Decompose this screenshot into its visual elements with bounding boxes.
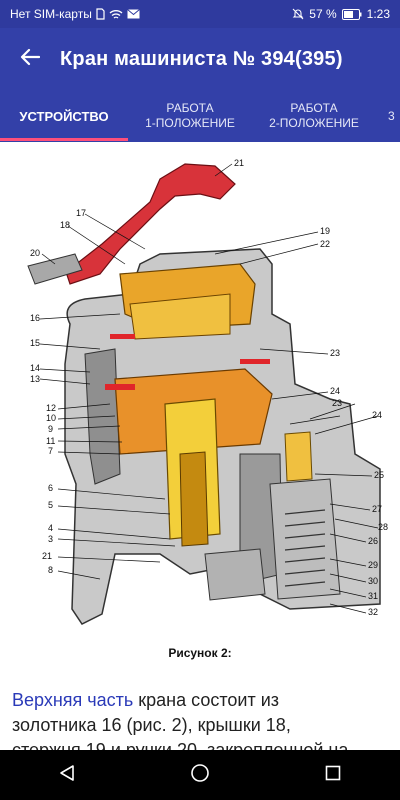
app-bar: Кран машиниста № 394(395) (0, 28, 400, 90)
valve-spring (284, 509, 326, 587)
tab-work-position-2-label: РАБОТА 2-ПОЛОЖЕНИЕ (269, 101, 359, 131)
label-24-lower: 24 (372, 410, 382, 420)
tab-work-position-2[interactable]: РАБОТА 2-ПОЛОЖЕНИЕ (252, 90, 376, 142)
label-4: 4 (48, 523, 53, 533)
label-21-bottom: 21 (42, 551, 52, 561)
label-14: 14 (30, 363, 40, 373)
label-32: 32 (368, 607, 378, 617)
paragraph-line3: стержня 19 и ручки 20, закрепленной на (12, 740, 349, 750)
crane-cross-section-figure: 21 17 18 19 22 20 16 15 14 13 23 24 12 1… (10, 154, 390, 654)
label-23-upper: 23 (330, 348, 340, 358)
label-13: 13 (30, 374, 40, 384)
label-17: 17 (76, 208, 86, 218)
tab-active-indicator (0, 138, 128, 141)
bell-off-icon (292, 8, 304, 20)
seal-2 (240, 359, 270, 364)
piston-stem (179, 451, 209, 547)
content-scroll[interactable]: 21 17 18 19 22 20 16 15 14 13 23 24 12 1… (0, 142, 400, 750)
status-right: 57 % 1:23 (292, 7, 390, 21)
tab-device-label: УСТРОЙСТВО (19, 108, 109, 124)
label-25: 25 (374, 470, 384, 480)
carrier-text: Нет SIM-карты (10, 7, 92, 21)
label-31: 31 (368, 591, 378, 601)
label-9: 9 (48, 424, 53, 434)
glossary-link[interactable]: Верхняя часть (12, 690, 134, 710)
status-left: Нет SIM-карты (10, 7, 292, 21)
label-5: 5 (48, 500, 53, 510)
paragraph-line2: золотника 16 (рис. 2), крышки 18, (12, 715, 291, 735)
label-16: 16 (30, 313, 40, 323)
valve-housing (269, 478, 341, 600)
label-21-top: 21 (234, 158, 244, 168)
tab-work-position-1-label: РАБОТА 1-ПОЛОЖЕНИЕ (145, 101, 235, 131)
figure-caption: Рисунок 2: (168, 646, 232, 660)
wifi-icon (109, 9, 123, 20)
label-18: 18 (60, 220, 70, 230)
seal-1 (105, 384, 135, 390)
tab-work-position-1[interactable]: РАБОТА 1-ПОЛОЖЕНИЕ (128, 90, 252, 142)
label-22: 22 (320, 239, 330, 249)
label-leaders (39, 163, 379, 614)
system-nav-bar (0, 750, 400, 800)
label-24-upper: 24 (330, 386, 340, 396)
nav-back-button[interactable] (37, 750, 97, 800)
paragraph-line1-rest: крана состоит из (133, 690, 280, 710)
status-bar: Нет SIM-карты 57 % 1:23 (0, 0, 400, 28)
tab-next-partial[interactable]: 3 (388, 90, 400, 142)
nav-recents-button[interactable] (303, 750, 363, 800)
page-title: Кран машиниста № 394(395) (60, 47, 343, 70)
label-28: 28 (378, 522, 388, 532)
back-button[interactable] (0, 28, 60, 90)
label-20: 20 (30, 248, 40, 258)
sim-icon (96, 8, 105, 20)
label-15: 15 (30, 338, 40, 348)
label-23-lower: 23 (332, 398, 342, 408)
label-30: 30 (368, 576, 378, 586)
label-26: 26 (368, 536, 378, 546)
label-12: 12 (46, 403, 56, 413)
tab-next-partial-label: 3 (388, 108, 395, 123)
crane-diagram-svg: 21 17 18 19 22 20 16 15 14 13 23 24 12 1… (27, 158, 388, 625)
handle-red (65, 163, 236, 285)
tab-bar: УСТРОЙСТВО РАБОТА 1-ПОЛОЖЕНИЕ РАБОТА 2-П… (0, 90, 400, 142)
handle-rod-left (27, 253, 83, 285)
label-3: 3 (48, 534, 53, 544)
nav-home-button[interactable] (170, 750, 230, 800)
label-6: 6 (48, 483, 53, 493)
label-29: 29 (368, 560, 378, 570)
seal-3 (110, 334, 135, 339)
label-27: 27 (372, 504, 382, 514)
square-recents-icon (325, 765, 341, 786)
bottom-nut (204, 548, 266, 601)
spool-yellow (129, 293, 231, 340)
valve-yellow-part (284, 431, 313, 482)
tab-work-position-2-line1: РАБОТА (290, 101, 338, 115)
label-7: 7 (48, 446, 53, 456)
triangle-back-icon (59, 764, 75, 787)
battery-icon (341, 8, 362, 20)
circle-home-icon (190, 763, 210, 788)
label-10: 10 (46, 413, 56, 423)
mail-icon (127, 9, 140, 19)
tab-work-position-1-line1: РАБОТА (166, 101, 214, 115)
label-19: 19 (320, 226, 330, 236)
clock-time: 1:23 (366, 7, 390, 21)
label-11: 11 (46, 436, 55, 446)
tab-work-position-2-line2: 2-ПОЛОЖЕНИЕ (269, 116, 359, 130)
tab-work-position-1-line2: 1-ПОЛОЖЕНИЕ (145, 116, 235, 130)
description-paragraph: Верхняя часть крана состоит из золотника… (12, 688, 392, 750)
label-8: 8 (48, 565, 53, 575)
arrow-left-icon (20, 48, 41, 71)
battery-percent: 57 % (309, 7, 337, 21)
tab-device[interactable]: УСТРОЙСТВО (0, 90, 128, 142)
